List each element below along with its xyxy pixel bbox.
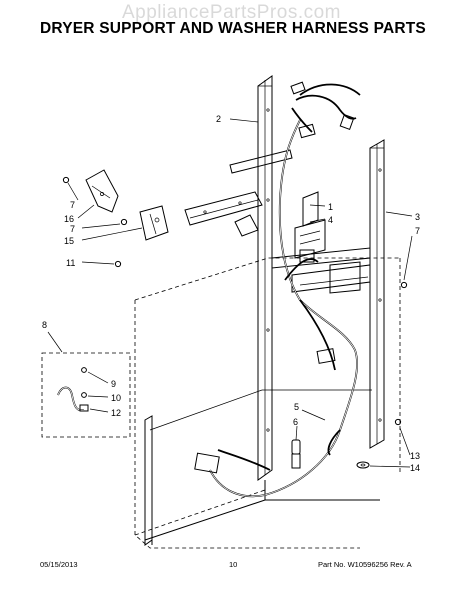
front-left-leg	[144, 415, 153, 546]
callout-1: 1	[328, 202, 333, 212]
right-support-rail	[369, 139, 385, 449]
strain-relief-icon	[291, 439, 301, 455]
callout-3: 3	[415, 212, 420, 222]
callout-6: 6	[293, 417, 298, 427]
footer-page-number: 10	[229, 560, 238, 569]
callout-7-left: 7	[70, 224, 75, 234]
callout-7-top: 7	[70, 200, 75, 210]
page-title: DRYER SUPPORT AND WASHER HARNESS PARTS	[40, 20, 426, 37]
dryer-support-arm	[184, 149, 293, 237]
callout-labels: 2 1 4 3 7 7 16 7 15 11 8 9 10 12 5 6 13 …	[42, 114, 420, 473]
callout-10: 10	[111, 393, 121, 403]
footer-date: 05/15/2013	[40, 560, 78, 569]
terminal-block	[294, 191, 326, 259]
support-clip	[85, 169, 119, 213]
callout-2: 2	[216, 114, 221, 124]
callout-12: 12	[111, 408, 121, 418]
callout-7-right: 7	[415, 226, 420, 236]
callout-9: 9	[111, 379, 116, 389]
mounting-bracket	[139, 205, 169, 241]
callout-11: 11	[66, 258, 75, 268]
screw-icon	[62, 176, 408, 426]
cross-brace	[271, 247, 371, 294]
leader-lines	[47, 118, 413, 468]
callout-16: 16	[64, 214, 74, 224]
callout-14: 14	[410, 463, 420, 473]
left-support-rail	[257, 75, 273, 481]
callout-8: 8	[42, 320, 47, 330]
washer-outline	[134, 257, 401, 549]
flat-washer-icon	[356, 461, 370, 469]
callout-15: 15	[64, 236, 74, 246]
footer-part-number: Part No. W10596256 Rev. A	[318, 560, 412, 569]
callout-5: 5	[294, 402, 299, 412]
wire-connector-icon	[194, 81, 355, 474]
watermark: AppliancePartsPros.com	[121, 2, 342, 23]
parts-bag	[41, 352, 131, 438]
callout-13: 13	[410, 451, 420, 461]
callout-4: 4	[328, 215, 333, 225]
wire-harness	[209, 83, 361, 498]
